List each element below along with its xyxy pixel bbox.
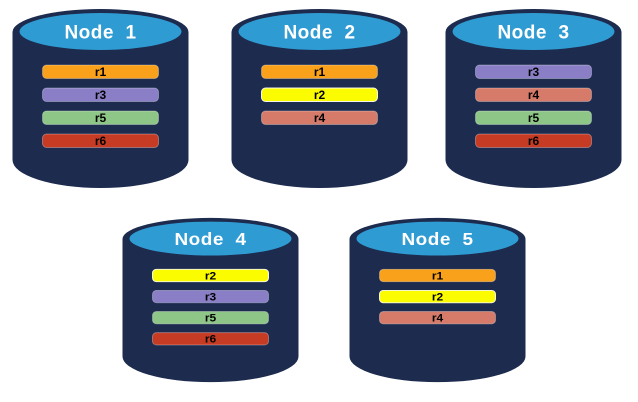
- replica-label: r1: [314, 65, 326, 79]
- replica-label: r3: [95, 88, 107, 102]
- replica-bar: [42, 64, 159, 79]
- cylinder-top-face: [238, 13, 401, 50]
- replica-bar: [379, 311, 496, 325]
- replica-bar: [261, 87, 378, 102]
- cylinder-body: [231, 32, 408, 188]
- replica-bar: [475, 133, 592, 148]
- replica-label: r5: [528, 111, 540, 125]
- replica-label: r6: [95, 134, 107, 148]
- node-cylinder: Node 1 r1 r3 r5 r6: [12, 9, 189, 188]
- replica-bar: [152, 268, 269, 283]
- node-title: Node 4: [174, 229, 246, 249]
- replica-bar: [152, 311, 269, 325]
- cylinder-top-face: [356, 221, 519, 256]
- replica-label: r2: [205, 271, 216, 282]
- replica-bar: [379, 289, 496, 304]
- replica-bar: [475, 87, 592, 102]
- node-cylinder: Node 4 r2 r3 r5 r6: [122, 217, 299, 383]
- replica-label: r6: [528, 134, 540, 148]
- replica-label: r6: [205, 334, 216, 345]
- cylinder-top-face: [129, 221, 292, 256]
- replica-label: r5: [205, 313, 217, 324]
- replica-label: r4: [432, 313, 444, 324]
- replica-bar: [379, 268, 496, 283]
- replica-label: r1: [432, 271, 444, 282]
- node-title: Node 5: [401, 229, 473, 249]
- replica-bar: [42, 87, 159, 102]
- cylinder-body: [12, 32, 189, 188]
- node-cylinder: Node 3 r3 r4 r5 r6: [445, 9, 622, 188]
- replica-bar: [261, 64, 378, 79]
- node-title: Node 2: [283, 23, 355, 44]
- node-title: Node 1: [64, 23, 136, 44]
- replica-label: r3: [205, 292, 216, 303]
- replica-bar: [261, 110, 378, 125]
- node-cylinder: Node 5 r1 r2 r4: [349, 217, 526, 383]
- cylinder-body: [445, 32, 622, 188]
- replica-label: r4: [528, 88, 540, 102]
- replica-bar: [42, 133, 159, 148]
- cylinder-body: [122, 239, 299, 383]
- replica-label: r4: [314, 111, 326, 125]
- replica-bar: [42, 110, 159, 125]
- replica-bar: [475, 64, 592, 79]
- replica-bar: [152, 289, 269, 304]
- replica-label: r5: [95, 111, 107, 125]
- cylinder-body: [349, 239, 526, 383]
- replica-label: r3: [528, 65, 540, 79]
- node-cylinder: Node 2 r1 r2 r4: [231, 9, 408, 188]
- replica-label: r2: [314, 88, 326, 102]
- replica-bar: [152, 332, 269, 346]
- replica-label: r1: [95, 65, 107, 79]
- cylinder-top-face: [452, 13, 615, 50]
- replica-label: r2: [432, 292, 443, 303]
- node-title: Node 3: [497, 23, 569, 44]
- cylinder-top-face: [19, 13, 182, 50]
- replica-bar: [475, 110, 592, 125]
